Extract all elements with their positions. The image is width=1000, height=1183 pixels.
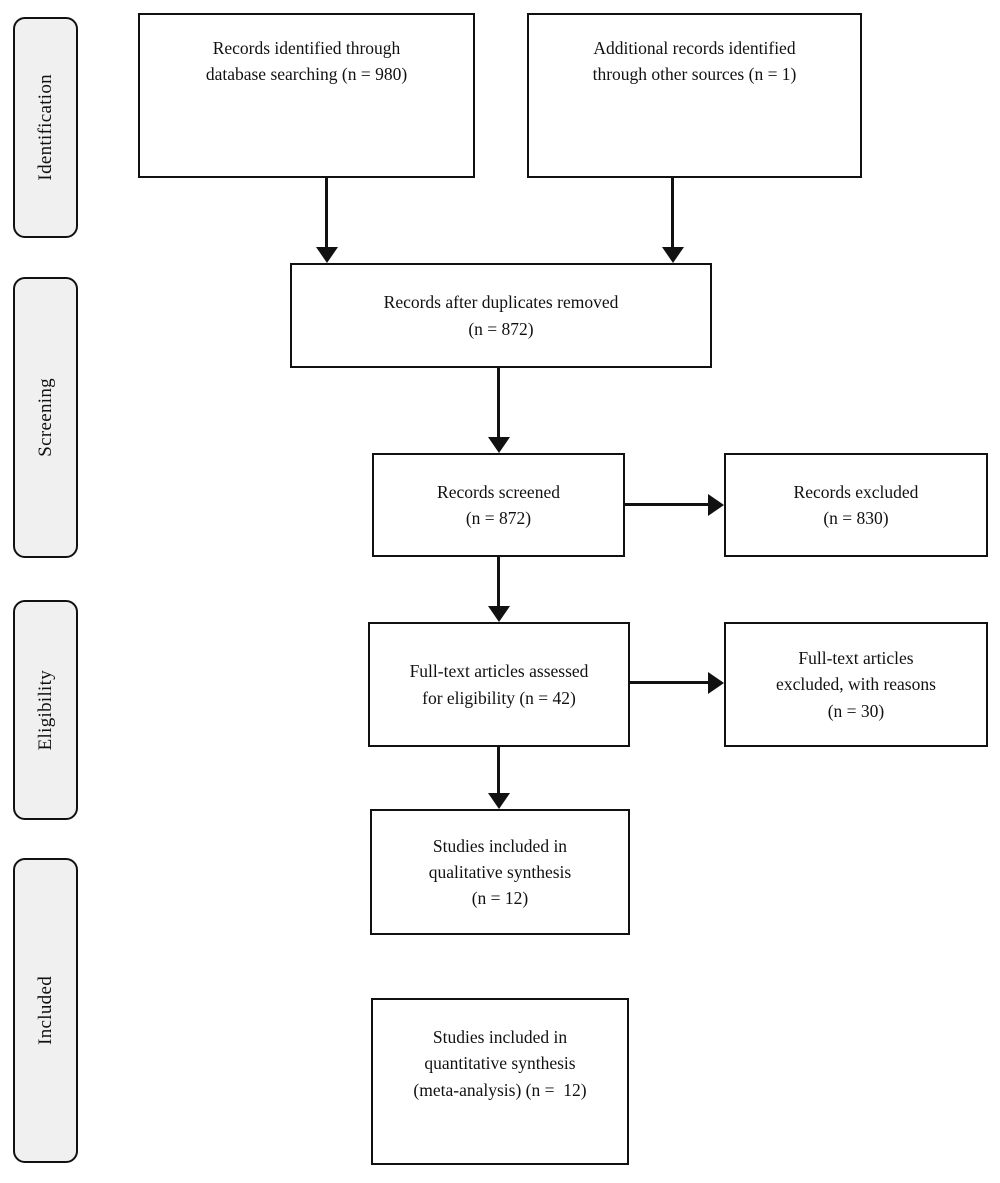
- box-fulltext-excluded-text: Full-text articles excluded, with reason…: [776, 648, 936, 721]
- box-quantitative-synthesis-text: Studies included in quantitative synthes…: [413, 1027, 587, 1100]
- box-records-identified-text: Records identified through database sear…: [205, 38, 408, 85]
- arrow-screened-to-excluded-line: [625, 503, 708, 506]
- arrow-fulltext-to-qualitative-line: [497, 747, 500, 793]
- box-qualitative-synthesis: Studies included in qualitative synthesi…: [370, 809, 630, 935]
- box-records-after-duplicates: Records after duplicates removed (n = 87…: [290, 263, 712, 368]
- arrow-identified-to-duplicates-line: [325, 178, 328, 247]
- box-qualitative-synthesis-text: Studies included in qualitative synthesi…: [428, 835, 572, 909]
- arrow-fulltext-to-excluded-head: [708, 672, 724, 694]
- box-fulltext-excluded: Full-text articles excluded, with reason…: [724, 622, 988, 747]
- arrow-additional-to-duplicates-head: [662, 247, 684, 263]
- arrow-screened-to-fulltext-head: [488, 606, 510, 622]
- box-records-screened-text: Records screened (n = 872): [437, 481, 560, 528]
- stage-identification: Identification: [13, 17, 78, 238]
- arrow-duplicates-to-screened-head: [488, 437, 510, 453]
- stage-included-label: Included: [34, 976, 56, 1045]
- box-additional-records: Additional records identified through ot…: [527, 13, 862, 178]
- arrow-duplicates-to-screened-line: [497, 368, 500, 437]
- arrow-screened-to-fulltext-line: [497, 557, 500, 606]
- box-records-excluded-text: Records excluded (n = 830): [793, 481, 919, 528]
- box-records-after-duplicates-text: Records after duplicates removed (n = 87…: [383, 292, 619, 339]
- box-records-identified: Records identified through database sear…: [138, 13, 475, 178]
- arrow-fulltext-to-excluded-line: [630, 681, 708, 684]
- stage-screening: Screening: [13, 277, 78, 558]
- arrow-screened-to-excluded-head: [708, 494, 724, 516]
- box-fulltext-assessed-text: Full-text articles assessed for eligibil…: [409, 661, 589, 708]
- box-fulltext-assessed: Full-text articles assessed for eligibil…: [368, 622, 630, 747]
- box-records-screened: Records screened (n = 872): [372, 453, 625, 557]
- stage-screening-label: Screening: [34, 378, 56, 457]
- stage-eligibility: Eligibility: [13, 600, 78, 820]
- box-additional-records-text: Additional records identified through ot…: [592, 38, 797, 85]
- arrow-fulltext-to-qualitative-head: [488, 793, 510, 809]
- box-records-excluded: Records excluded (n = 830): [724, 453, 988, 557]
- arrow-additional-to-duplicates-line: [671, 178, 674, 247]
- box-quantitative-synthesis: Studies included in quantitative synthes…: [371, 998, 629, 1165]
- stage-eligibility-label: Eligibility: [34, 669, 56, 751]
- stage-included: Included: [13, 858, 78, 1163]
- arrow-identified-to-duplicates-head: [316, 247, 338, 263]
- stage-identification-label: Identification: [34, 74, 56, 181]
